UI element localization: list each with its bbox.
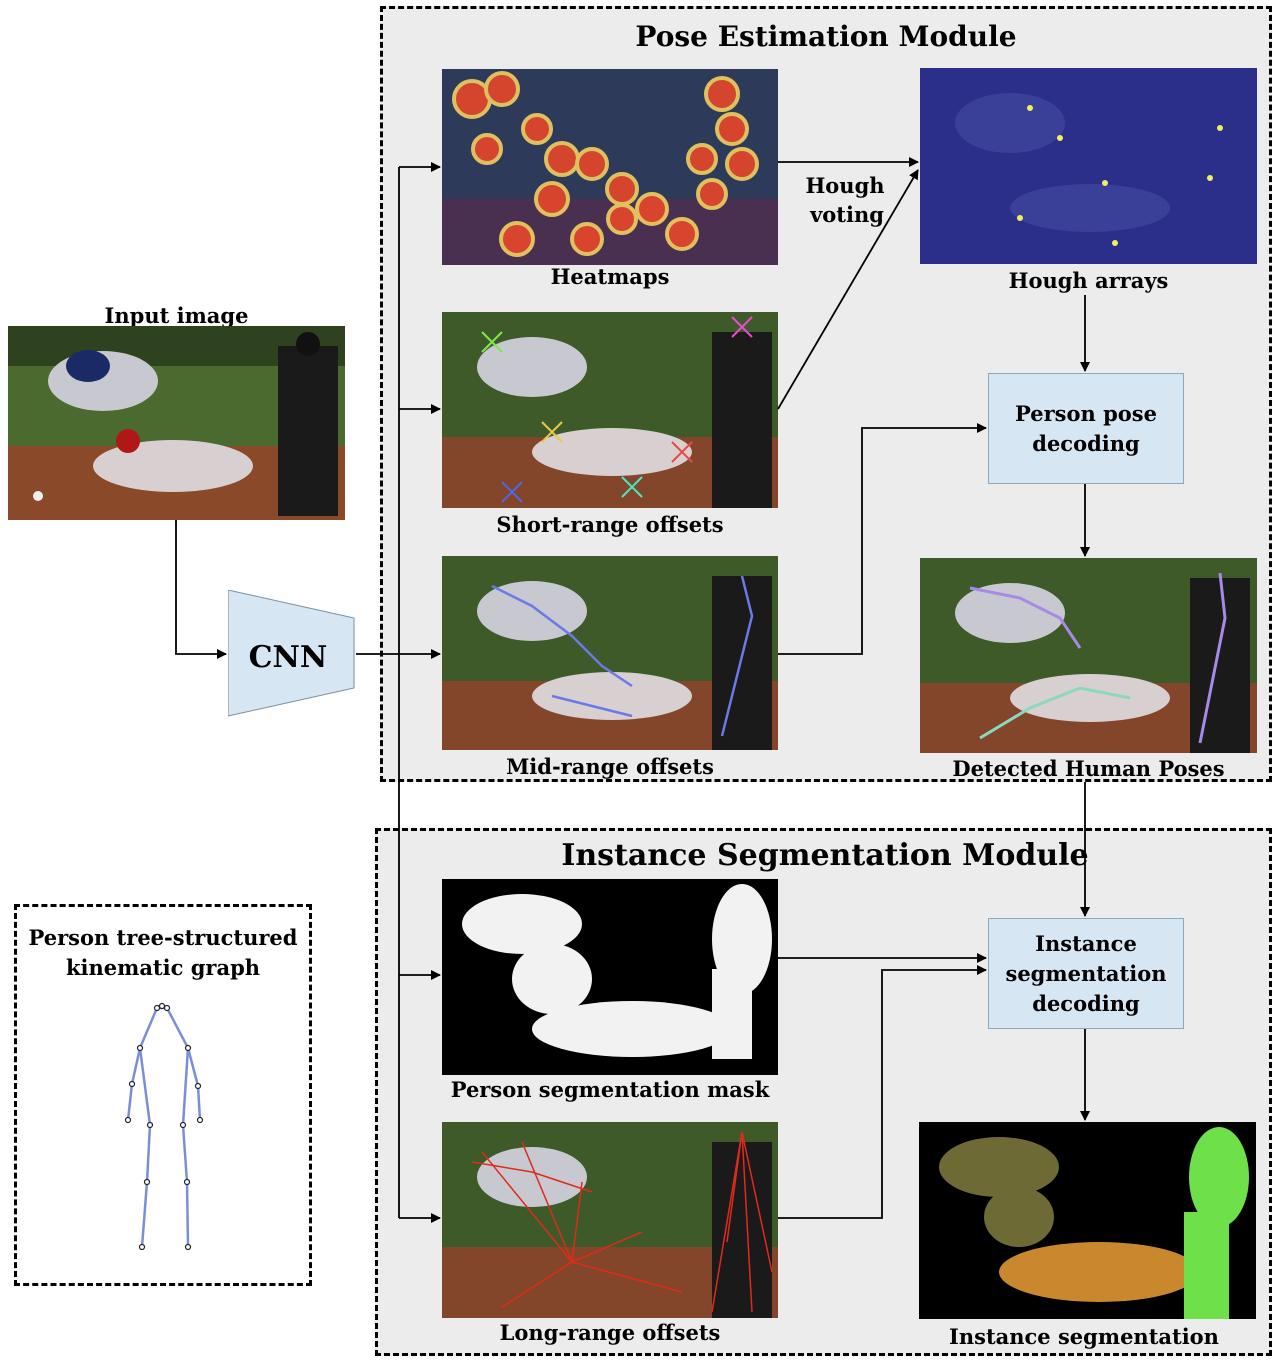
input-image [8, 326, 345, 520]
segmentation-mask-label: Person segmentation mask [450, 1077, 770, 1102]
instance-segmentation-label: Instance segmentation [949, 1324, 1219, 1349]
arrow-mid-to-pose-decode [778, 423, 987, 655]
hough-arrays-label: Hough arrays [1008, 268, 1169, 293]
cnn-block [228, 590, 356, 718]
seg-decoding-line-3: decoding [1032, 990, 1140, 1016]
hough-voting-label-2: voting [810, 202, 884, 227]
heatmaps-image [442, 69, 778, 265]
legend-title-line-2: kinematic graph [65, 955, 261, 980]
heatmaps-label: Heatmaps [550, 264, 670, 289]
hough-voting-label-1: Hough [805, 173, 885, 198]
pose-module-title: Pose Estimation Module [635, 20, 1017, 53]
arrow-input-to-cnn [175, 520, 227, 659]
cnn-label: CNN [248, 640, 328, 675]
short-range-offsets-image [442, 312, 778, 508]
instance-segmentation-image [919, 1122, 1256, 1319]
detected-poses-label: Detected Human Poses [952, 756, 1225, 781]
instance-segmentation-decoding-block: Instance segmentation decoding [988, 918, 1184, 1029]
seg-decoding-line-1: Instance [1035, 930, 1137, 956]
pose-decoding-line-2: decoding [1032, 430, 1140, 456]
long-range-offsets-image [442, 1122, 778, 1318]
kinematic-graph-legend [14, 904, 312, 1286]
short-range-offsets-label: Short-range offsets [496, 512, 724, 537]
legend-title-line-1: Person tree-structured [28, 925, 298, 950]
segmentation-module-title: Instance Segmentation Module [561, 838, 1089, 873]
seg-decoding-line-2: segmentation [1005, 960, 1167, 986]
long-range-offsets-label: Long-range offsets [499, 1320, 721, 1345]
pose-decoding-line-1: Person pose [1015, 400, 1157, 426]
person-pose-decoding-block: Person pose decoding [988, 373, 1184, 484]
mid-range-offsets-image [442, 556, 778, 750]
arrow-long-to-seg-decode [778, 965, 987, 1219]
mid-range-offsets-label: Mid-range offsets [506, 754, 714, 779]
kinematic-skeleton-graph [120, 998, 210, 1250]
input-image-label: Input image [104, 303, 249, 328]
arrow-short-to-hough [777, 169, 919, 410]
hough-arrays-image [920, 68, 1257, 264]
detected-poses-image [920, 558, 1257, 753]
segmentation-mask-image [442, 879, 778, 1075]
